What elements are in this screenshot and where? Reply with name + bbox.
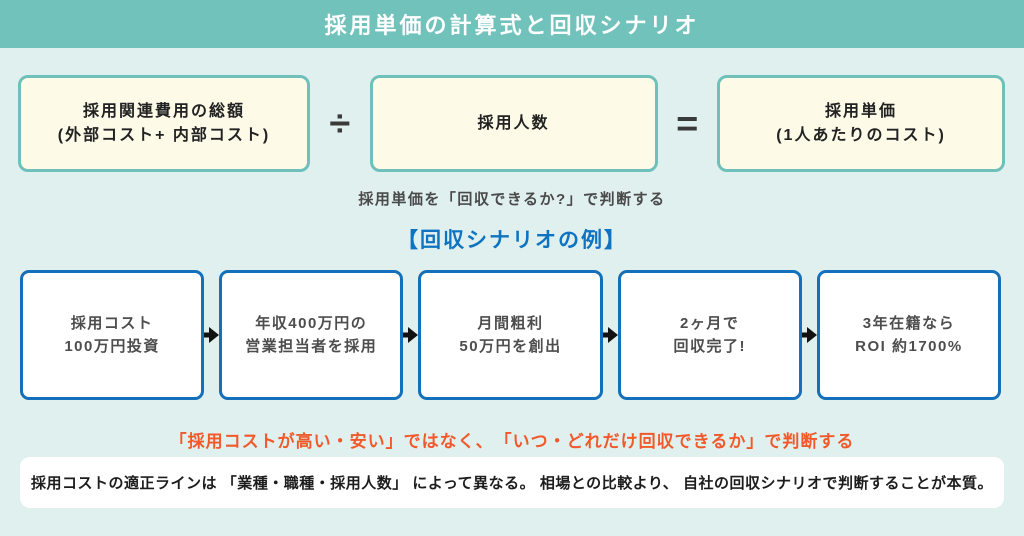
- step-5-line1: 3年在籍なら: [862, 314, 956, 332]
- formula-total-cost-line1: 採用関連費用の総額: [82, 102, 245, 120]
- step-4-line2: 回収完了!: [673, 338, 746, 355]
- divide-operator: ÷: [329, 103, 351, 144]
- step-box-4: 2ヶ月で 回収完了!: [617, 270, 802, 400]
- arrow-right-icon: [403, 327, 418, 343]
- step-1-line2: 100万円投資: [64, 338, 160, 355]
- step-box-5: 3年在籍なら ROI 約1700%: [816, 270, 1002, 400]
- formula-box-total-cost: 採用関連費用の総額 (外部コスト+ 内部コスト): [18, 75, 310, 172]
- formula-caption: 採用単価を「回収できるか?」で判断する: [358, 191, 666, 208]
- conclusion-note: 採用コストの適正ラインは 「業種・職種・採用人数」 によって異なる。 相場との比…: [31, 475, 993, 492]
- formula-unit-cost-line2: (1人あたりのコスト): [776, 126, 946, 144]
- formula-unit-cost-line1: 採用単価: [824, 102, 897, 120]
- page-title: 採用単価の計算式と回収シナリオ: [324, 13, 700, 38]
- formula-total-cost-line2: (外部コスト+ 内部コスト): [57, 126, 271, 144]
- step-box-3: 月間粗利 50万円を創出: [418, 270, 603, 400]
- conclusion-highlight: 「採用コストが高い・安い」ではなく、 「いつ・どれだけ回収できるか」で判断する: [169, 432, 855, 451]
- step-4-line1: 2ヶ月で: [680, 314, 740, 332]
- arrow-right-icon: [802, 327, 817, 343]
- formula-headcount-line1: 採用人数: [477, 114, 550, 132]
- conclusion-note-box: 採用コストの適正ラインは 「業種・職種・採用人数」 によって異なる。 相場との比…: [20, 457, 1004, 508]
- step-3-line2: 50万円を創出: [459, 338, 562, 355]
- step-box-1: 採用コスト 100万円投資: [20, 270, 205, 400]
- formula-box-unit-cost: 採用単価 (1人あたりのコスト): [717, 75, 1005, 172]
- arrow-right-icon: [603, 327, 618, 343]
- step-2-line1: 年収400万円の: [255, 314, 368, 332]
- scenario-heading: 【回収シナリオの例】: [397, 229, 627, 252]
- step-box-2: 年収400万円の 営業担当者を採用: [219, 270, 404, 400]
- equals-operator-cell: =: [658, 105, 718, 143]
- scenario-steps: 採用コスト 100万円投資 年収400万円の 営業担当者を採用 月間粗利 50万…: [20, 270, 1002, 400]
- step-2-line2: 営業担当者を採用: [245, 338, 378, 355]
- arrow-right-icon: [204, 327, 219, 343]
- divide-operator-cell: ÷: [310, 105, 370, 143]
- formula-section: 採用関連費用の総額 (外部コスト+ 内部コスト) ÷ 採用人数 = 採用単価 (…: [18, 75, 1005, 172]
- step-5-line2: ROI 約1700%: [855, 338, 963, 355]
- arrow-cell-4: [802, 327, 817, 343]
- arrow-cell-1: [204, 327, 219, 343]
- arrow-cell-2: [403, 327, 418, 343]
- arrow-cell-3: [603, 327, 618, 343]
- step-1-line1: 採用コスト: [70, 314, 154, 332]
- step-3-line1: 月間粗利: [477, 314, 544, 332]
- formula-box-headcount: 採用人数: [369, 75, 658, 172]
- equals-operator: =: [676, 103, 699, 144]
- header-bar: 採用単価の計算式と回収シナリオ: [0, 0, 1024, 48]
